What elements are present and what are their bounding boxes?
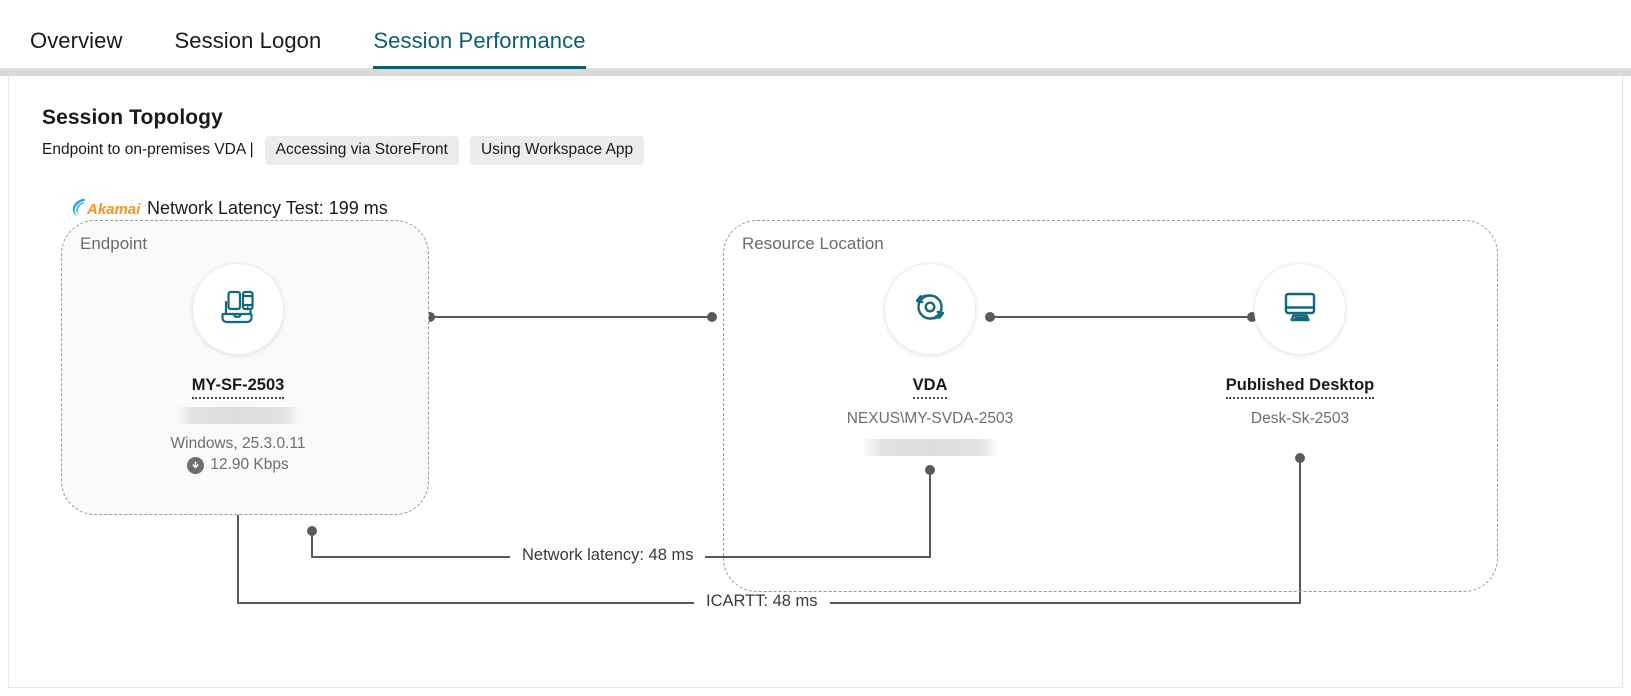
session-topology-panel: Session Topology Endpoint to on-premises…	[8, 76, 1623, 688]
akamai-latency-row: Akamai Network Latency Test: 199 ms	[71, 194, 388, 222]
link-dot-network-latency-endpoint	[307, 526, 317, 536]
tab-session-performance[interactable]: Session Performance	[373, 30, 586, 69]
monitor-icon	[1275, 282, 1325, 337]
zone-resource-location-label: Resource Location	[742, 234, 884, 253]
node-endpoint-title[interactable]: MY-SF-2503	[191, 376, 285, 399]
topology-subtitle: Endpoint to on-premises VDA |	[42, 141, 254, 158]
tab-list: Overview Session Logon Session Performan…	[30, 0, 638, 69]
zone-endpoint-label: Endpoint	[80, 234, 148, 253]
node-vda-title-wrap: VDA	[830, 355, 1030, 399]
node-endpoint[interactable]: MY-SF-2503 Windows, 25.3.0.11 12.90 Kbps	[138, 263, 338, 474]
tab-session-logon[interactable]: Session Logon	[174, 28, 322, 53]
node-endpoint-title-wrap: MY-SF-2503	[138, 355, 338, 399]
node-published-desktop-title-wrap: Published Desktop	[1200, 355, 1400, 399]
node-vda[interactable]: VDA NEXUS\MY-SVDA-2503	[830, 263, 1030, 456]
node-vda-title[interactable]: VDA	[912, 376, 948, 399]
node-published-desktop-icon-circle[interactable]	[1254, 263, 1346, 355]
node-endpoint-os: Windows, 25.3.0.11	[170, 435, 306, 452]
node-published-desktop[interactable]: Published Desktop Desk-Sk-2503	[1200, 263, 1400, 428]
zone-resource-location: Resource Location	[723, 220, 1498, 592]
svg-text:Akamai: Akamai	[86, 201, 141, 218]
node-endpoint-icon-circle[interactable]	[192, 263, 284, 355]
node-endpoint-bandwidth: 12.90 Kbps	[138, 456, 338, 474]
page-title: Session Topology	[42, 106, 223, 129]
node-endpoint-redacted-field	[175, 407, 301, 424]
edge-label-network-latency: Network latency: 48 ms	[510, 546, 706, 565]
tab-bar: Overview Session Logon Session Performan…	[0, 0, 1631, 69]
zone-endpoint: Endpoint	[61, 220, 429, 515]
node-vda-icon-circle[interactable]	[884, 263, 976, 355]
topology-subtitle-row: Endpoint to on-premises VDA | Accessing …	[42, 135, 645, 165]
node-published-desktop-subtitle: Desk-Sk-2503	[1250, 410, 1350, 427]
akamai-latency-label: Network Latency Test: 199 ms	[147, 197, 388, 218]
tab-bar-divider	[0, 69, 1631, 76]
tab-overview[interactable]: Overview	[30, 28, 123, 53]
node-endpoint-bandwidth-value: 12.90 Kbps	[210, 456, 289, 473]
chip-accessing-via-storefront: Accessing via StoreFront	[264, 135, 459, 165]
akamai-logo-icon: Akamai	[71, 197, 145, 219]
node-published-desktop-title[interactable]: Published Desktop	[1225, 376, 1375, 399]
devices-icon	[213, 282, 263, 337]
chip-using-workspace-app: Using Workspace App	[469, 135, 645, 165]
edge-label-ica-rtt: ICARTT: 48 ms	[694, 592, 830, 611]
link-dot-resource-in	[707, 312, 717, 322]
sync-arrows-icon	[905, 282, 955, 337]
node-vda-redacted-field	[863, 439, 997, 456]
node-vda-subtitle: NEXUS\MY-SVDA-2503	[846, 410, 1014, 427]
download-icon	[187, 456, 205, 474]
